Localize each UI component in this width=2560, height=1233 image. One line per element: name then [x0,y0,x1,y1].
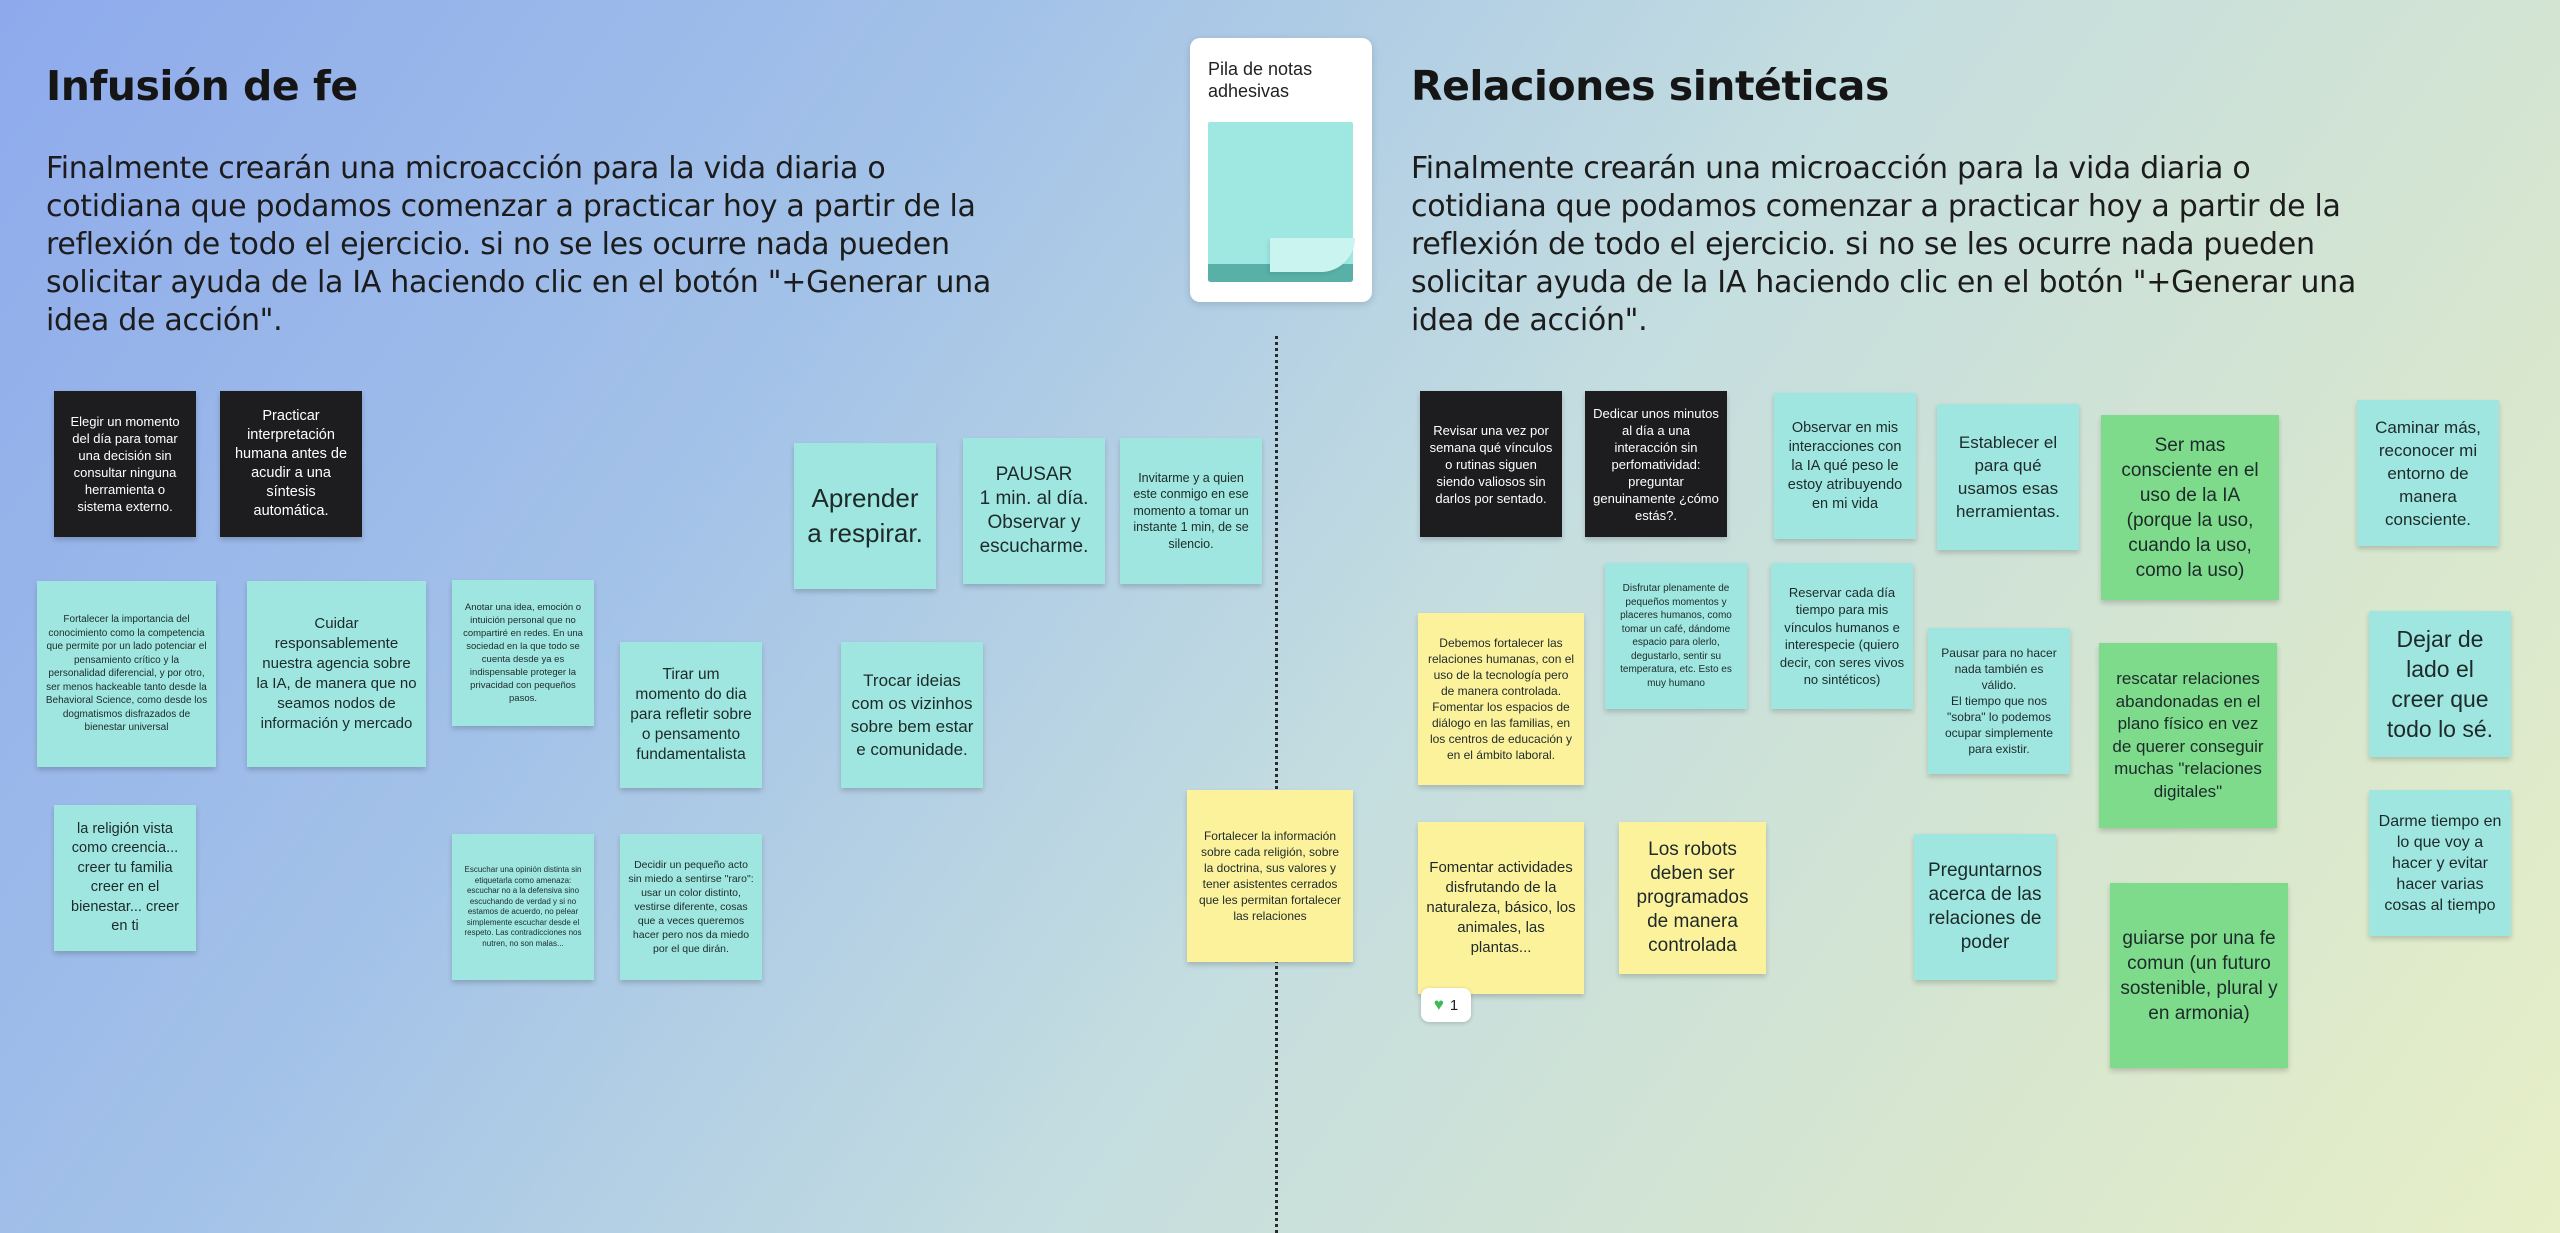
left-section-description: Finalmente crearán una microacción para … [46,151,991,338]
sticky-note[interactable]: Escuchar una opinión distinta sin etique… [452,834,594,980]
left-section-title: Infusión de fe [46,62,358,110]
sticky-note[interactable]: Fortalecer la información sobre cada rel… [1187,790,1353,962]
sticky-note[interactable]: Disfrutar plenamente de pequeños momento… [1605,563,1747,709]
section-divider [1275,336,1278,1233]
green-heart-icon: ♥ [1433,995,1444,1014]
sticky-note[interactable]: Tirar um momento do dia para refletir so… [620,642,762,788]
reaction-count: 1 [1449,996,1459,1014]
sticky-note[interactable]: Practicar interpretación humana antes de… [220,391,362,537]
sticky-note[interactable]: PAUSAR 1 min. al día. Observar y escucha… [963,438,1105,584]
sticky-note[interactable]: Establecer el para qué usamos esas herra… [1937,404,2079,550]
sticky-note[interactable]: rescatar relaciones abandonadas en el pl… [2099,643,2277,828]
sticky-note[interactable]: Trocar ideias com os vizinhos sobre bem … [841,642,983,788]
sticky-note[interactable]: Caminar más, reconocer mi entorno de man… [2357,400,2499,546]
sticky-note[interactable]: Anotar una idea, emoción o intuición per… [452,580,594,726]
sticky-note[interactable]: Dedicar unos minutos al día a una intera… [1585,391,1727,537]
sticky-note[interactable]: Invitarme y a quien este conmigo en ese … [1120,438,1262,584]
sticky-note[interactable]: Ser mas consciente en el uso de la IA (p… [2101,415,2279,600]
sticky-note[interactable]: Preguntarnos acerca de las relaciones de… [1914,834,2056,980]
sticky-note[interactable]: Darme tiempo en lo que voy a hacer y evi… [2369,790,2511,936]
sticky-note[interactable]: la religión vista como creencia... creer… [54,805,196,951]
sticky-note-stack[interactable]: Pila de notas adhesivas [1190,38,1372,302]
reaction-badge[interactable]: ♥ 1 [1421,988,1471,1022]
sticky-note[interactable]: Fomentar actividades disfrutando de la n… [1418,822,1584,994]
sticky-note[interactable]: guiarse por una fe comun (un futuro sost… [2110,883,2288,1068]
sticky-note[interactable]: Observar en mis interacciones con la IA … [1774,393,1916,539]
right-section-title: Relaciones sintéticas [1411,62,1889,110]
sticky-note[interactable]: Fortalecer la importancia del conocimien… [37,581,216,767]
sticky-note[interactable]: Debemos fortalecer las relaciones humana… [1418,613,1584,785]
sticky-note[interactable]: Elegir un momento del día para tomar una… [54,391,196,537]
sticky-note[interactable]: Los robots deben ser programados de mane… [1619,822,1766,974]
sticky-note[interactable]: Revisar una vez por semana qué vínculos … [1420,391,1562,537]
right-section-description: Finalmente crearán una microacción para … [1411,151,2356,338]
sticky-note[interactable]: Reservar cada día tiempo para mis víncul… [1771,563,1913,709]
sticky-note[interactable]: Decidir un pequeño acto sin miedo a sent… [620,834,762,980]
sticky-stack-label: Pila de notas adhesivas [1208,59,1313,101]
sticky-note[interactable]: Dejar de lado el creer que todo lo sé. [2369,611,2511,757]
sticky-note[interactable]: Aprender a respirar. [794,443,936,589]
sticky-note[interactable]: Cuidar responsablemente nuestra agencia … [247,581,426,767]
sticky-note[interactable]: Pausar para no hacer nada también es vál… [1928,628,2070,774]
